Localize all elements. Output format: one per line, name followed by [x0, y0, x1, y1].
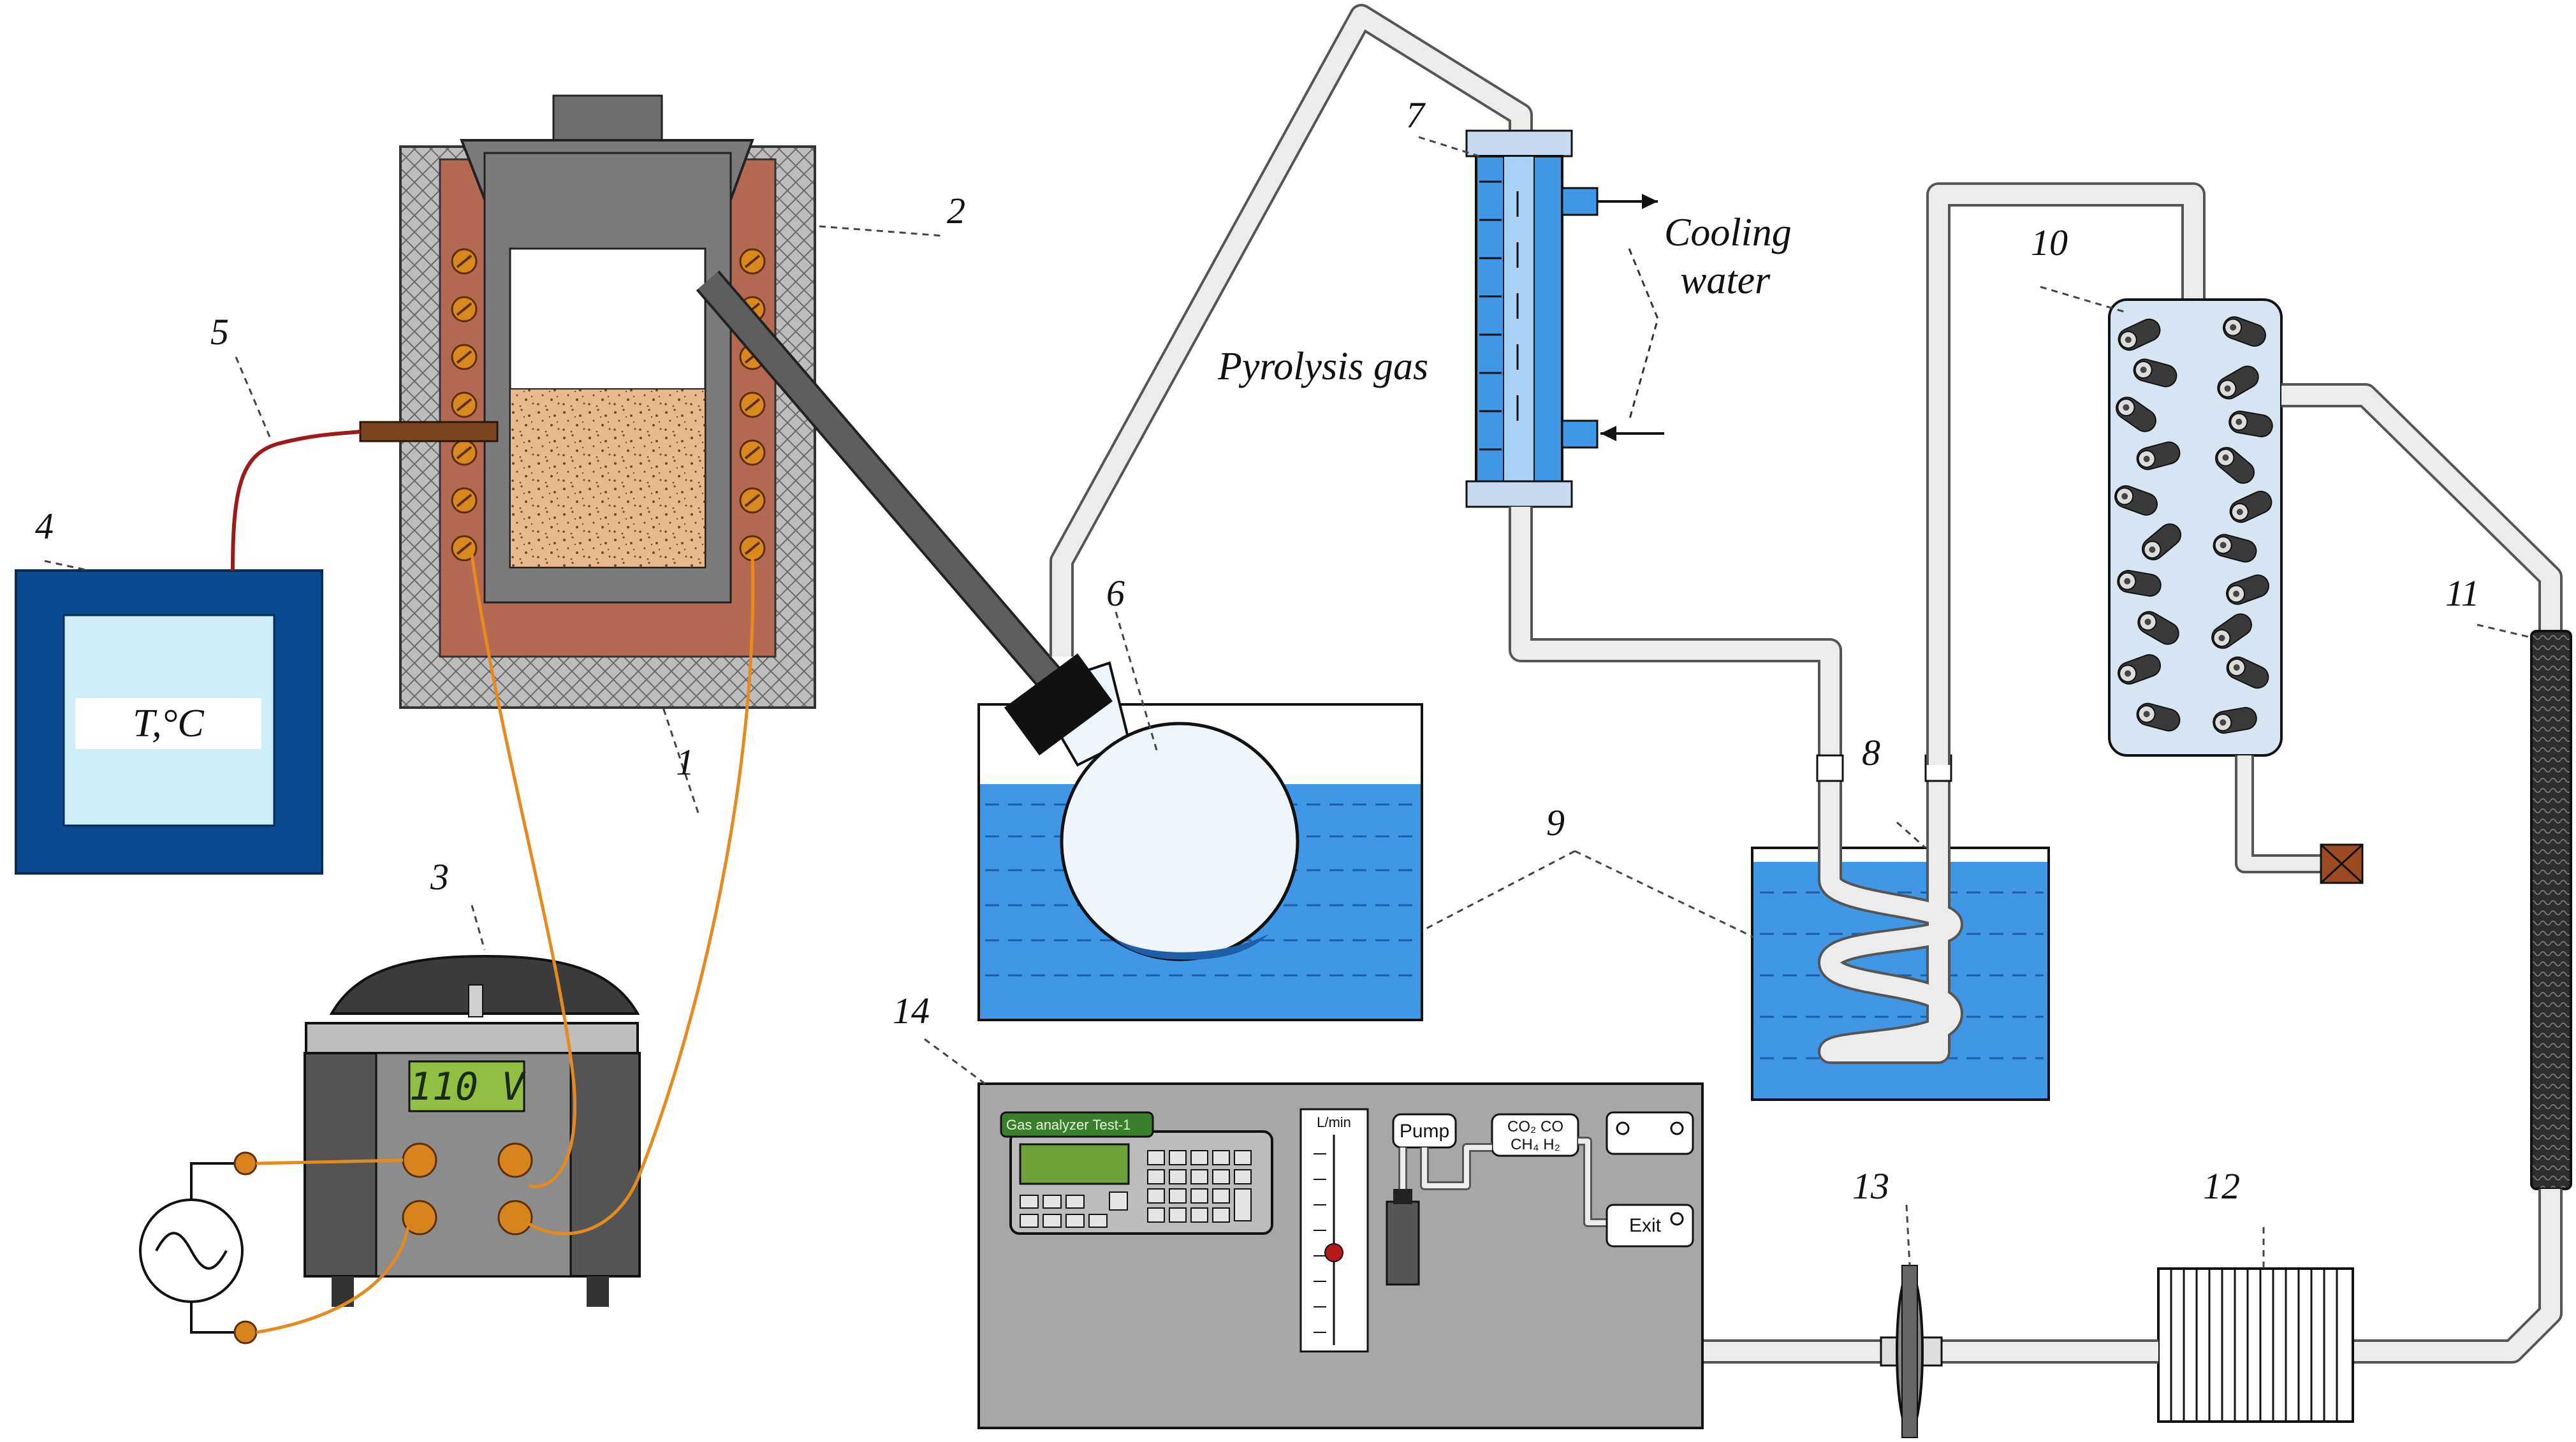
- label-11: 11: [2445, 572, 2480, 614]
- terminal: [497, 1200, 533, 1235]
- gas-meter: [2157, 1267, 2354, 1423]
- label-1: 1: [676, 741, 694, 783]
- gas-analyzer-panel: Gas analyzer Test-1 L/min Pump CO₂ CO CH: [977, 1082, 1704, 1429]
- terminal: [497, 1142, 533, 1178]
- glass-tube: [1050, 4, 1533, 657]
- label-12: 12: [2203, 1165, 2240, 1207]
- voltage-display: 110 V: [409, 1065, 526, 1109]
- drain-tube: [2235, 755, 2321, 873]
- temperature-display: T,°C: [133, 702, 204, 745]
- sample-bed: [509, 388, 706, 568]
- pump-label: Pump: [1400, 1121, 1449, 1142]
- reactor-lid: [552, 94, 663, 145]
- label-3: 3: [430, 856, 449, 898]
- label-13: 13: [1852, 1165, 1889, 1207]
- voltage-lcd: [408, 1060, 525, 1112]
- label-2: 2: [947, 190, 965, 231]
- thermocouple-wire: [231, 430, 361, 571]
- gases-label-1: CO₂ CO: [1507, 1118, 1563, 1135]
- rotameter-float: [1324, 1243, 1343, 1262]
- ac-source: [139, 1151, 258, 1344]
- terminal: [402, 1200, 437, 1235]
- cooling-water-label-2: water: [1680, 259, 1771, 302]
- label-6: 6: [1106, 572, 1125, 614]
- callouts: [44, 136, 2532, 1269]
- thermocouple: [359, 421, 499, 442]
- flow-unit-label: L/min: [1317, 1114, 1351, 1130]
- analyzer-tab-label: Gas analyzer Test-1: [1006, 1117, 1131, 1133]
- cold-trap-coil: [1816, 754, 1963, 1064]
- label-7: 7: [1406, 94, 1426, 136]
- analyzer-lcd: [1019, 1143, 1130, 1185]
- power-wiring: [256, 554, 755, 1334]
- cooling-water-label-1: Cooling: [1664, 211, 1792, 254]
- condenser: [1465, 129, 1664, 508]
- furnace: [359, 94, 816, 709]
- collection-flask: [1004, 653, 1299, 961]
- label-14: 14: [893, 990, 930, 1031]
- filter-column: [2530, 630, 2572, 1190]
- pyrolysis-gas-label: Pyrolysis gas: [1217, 345, 1428, 388]
- label-8: 8: [1862, 732, 1880, 773]
- label-9: 9: [1546, 802, 1565, 843]
- gases-label-2: CH₄ H₂: [1511, 1136, 1560, 1153]
- power-supply: 110 V: [304, 954, 641, 1307]
- exit-label: Exit: [1629, 1215, 1662, 1236]
- indicator-box: [1606, 1111, 1694, 1155]
- valve-icon: [2320, 843, 2364, 884]
- label-5: 5: [210, 311, 229, 353]
- temperature-meter: T,°C: [15, 569, 323, 875]
- coolant-inlet-port: [1561, 187, 1599, 216]
- adsorbent-column: [2108, 298, 2283, 757]
- terminal: [402, 1142, 437, 1178]
- flow-control-disc: [1880, 1265, 1943, 1438]
- flask-stopper: [1004, 653, 1113, 755]
- gas-sensor-box: [1491, 1113, 1579, 1157]
- label-4: 4: [35, 506, 54, 547]
- glass-tube: [2353, 1189, 2563, 1364]
- coolant-outlet-port: [1561, 419, 1599, 449]
- label-10: 10: [2031, 222, 2068, 263]
